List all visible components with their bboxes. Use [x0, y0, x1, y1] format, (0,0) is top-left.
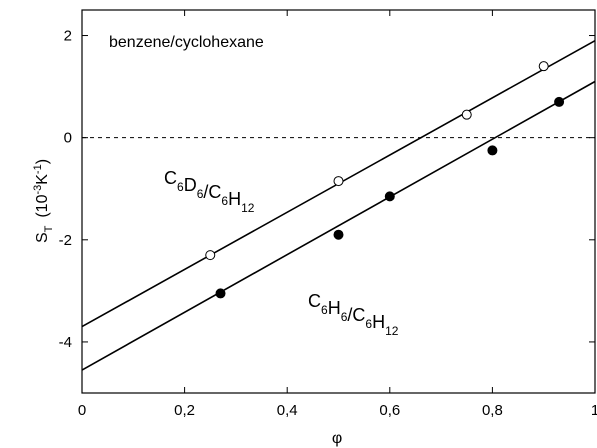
- system-annotation: benzene/cyclohexane: [109, 34, 264, 51]
- x-tick-label: 0,8: [482, 402, 503, 419]
- label-subscript: 6: [365, 317, 372, 331]
- y-tick-label: 2: [64, 28, 72, 45]
- filled-circle-point: [333, 229, 344, 240]
- y-tick-label: -2: [59, 232, 72, 249]
- open-circle-point: [333, 176, 344, 187]
- label-subscript: 6: [321, 303, 328, 317]
- x-tick-label: 1: [591, 402, 597, 419]
- label-subscript: 6: [341, 310, 348, 324]
- y-tick-label: -4: [59, 334, 72, 351]
- open-circle-point: [461, 109, 472, 120]
- filled-circle-point: [554, 96, 565, 107]
- label-subscript: 6: [221, 194, 228, 208]
- y-tick-label: 0: [64, 130, 72, 147]
- open-circle-point: [538, 61, 549, 72]
- label-element: C: [308, 291, 321, 311]
- label-element: D: [184, 175, 197, 195]
- filled-circle-point: [487, 145, 498, 156]
- series-label-c6h6-c6h12: C6H6/C6H12: [308, 291, 399, 338]
- x-tick-label: 0,6: [379, 402, 400, 419]
- filled-circle-point: [215, 288, 226, 299]
- label-element: C: [164, 168, 177, 188]
- label-element: /C: [347, 305, 365, 325]
- x-axis-label: φ: [332, 430, 342, 447]
- y-axis-label: ST(10-3K-1): [32, 159, 55, 243]
- label-element: H: [228, 189, 241, 209]
- x-tick-label: 0,4: [277, 402, 298, 419]
- label-subscript: 6: [177, 180, 184, 194]
- x-tick-label: 0: [78, 402, 86, 419]
- label-subscript: 12: [241, 201, 255, 215]
- fit-lines: [81, 39, 596, 371]
- fit-line-series-1: [81, 80, 596, 371]
- x-axis-ticks: 0 0,2 0,4 0,6 0,8 1: [78, 10, 597, 419]
- open-circle-point: [205, 250, 216, 261]
- data-points: [205, 61, 565, 299]
- x-tick-label: 0,2: [174, 402, 195, 419]
- label-element: H: [372, 312, 385, 332]
- label-element: H: [328, 298, 341, 318]
- label-element: /C: [203, 182, 221, 202]
- label-subscript: 12: [385, 324, 399, 338]
- label-subscript: 6: [197, 187, 204, 201]
- plot-frame: [81, 9, 596, 394]
- y-axis-ticks: 2 0 -2 -4: [59, 28, 595, 351]
- series-label-c6d6-c6h12: C6D6/C6H12: [164, 168, 255, 215]
- filled-circle-point: [384, 191, 395, 202]
